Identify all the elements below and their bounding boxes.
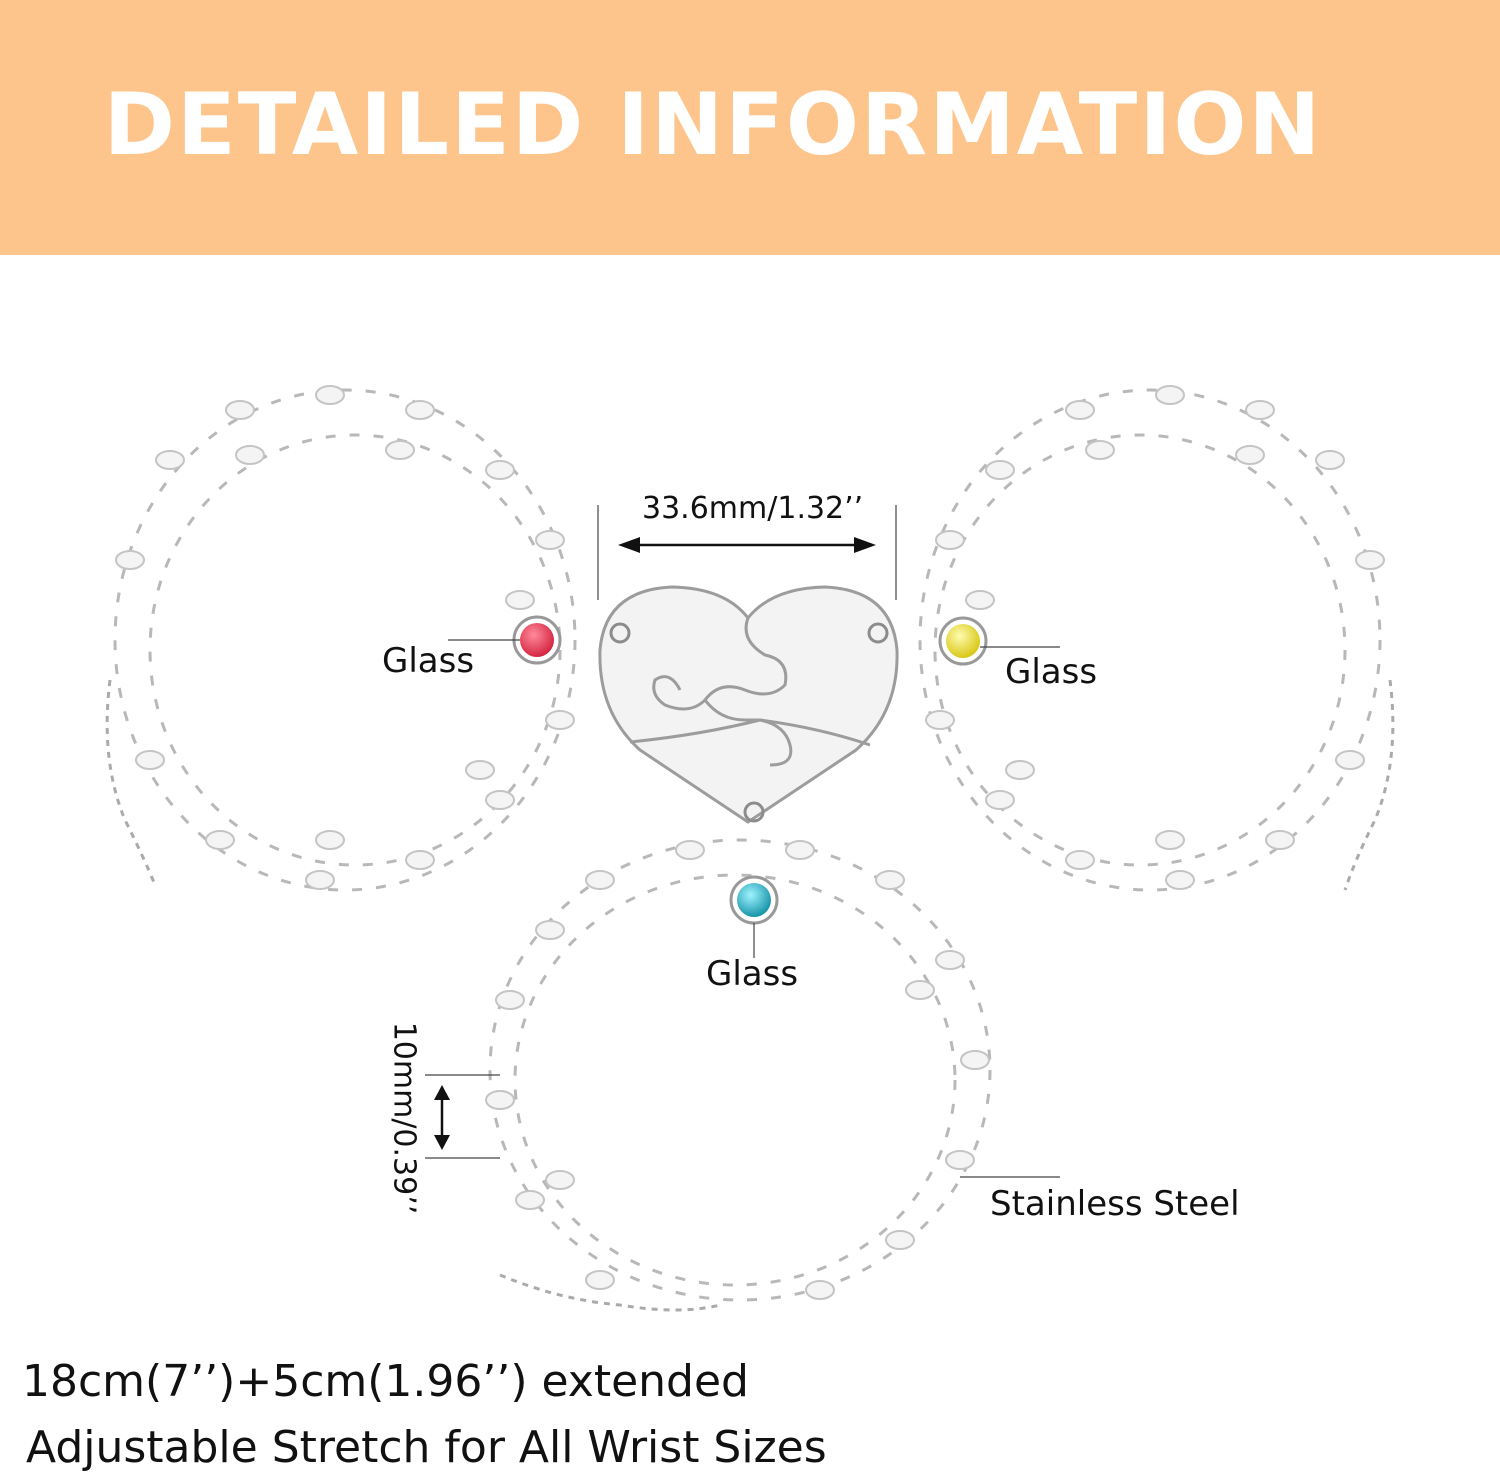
bracelet-left-links — [115, 385, 575, 890]
length-info: 18cm(7’’)+5cm(1.96’’) extended — [22, 1356, 749, 1407]
page-title: DETAILED INFORMATION — [103, 75, 1323, 175]
bracelet-bottom-links — [485, 840, 990, 1300]
birthstone-red — [512, 615, 562, 665]
bracelet-right-links — [925, 385, 1385, 890]
bracelet-left — [113, 388, 577, 892]
extender-chain-right — [1343, 679, 1395, 891]
pendant-width-label: 33.6mm/1.32’’ — [642, 491, 864, 526]
glass-label-right: Glass — [1005, 652, 1098, 692]
pendant-width-arrow — [618, 537, 876, 553]
chain-material-label: Stainless Steel — [990, 1184, 1240, 1224]
extender-chain-left — [105, 679, 157, 886]
extender-chain-bottom — [499, 1273, 721, 1312]
bracelet-bottom — [488, 838, 992, 1302]
birthstone-blue — [729, 875, 779, 925]
header-banner: DETAILED INFORMATION — [0, 0, 1500, 255]
chain-width-arrow — [434, 1085, 450, 1150]
adjustable-info: Adjustable Stretch for All Wrist Sizes — [26, 1422, 827, 1473]
birthstone-yellow — [938, 616, 988, 666]
bracelet-right — [918, 388, 1382, 892]
annotation-lines — [425, 505, 1060, 1178]
heart-puzzle-pendant — [598, 585, 899, 824]
chain-width-label: 10mm/0.39’’ — [386, 1021, 422, 1215]
glass-label-bottom: Glass — [706, 954, 799, 994]
glass-label-left: Glass — [382, 641, 475, 681]
